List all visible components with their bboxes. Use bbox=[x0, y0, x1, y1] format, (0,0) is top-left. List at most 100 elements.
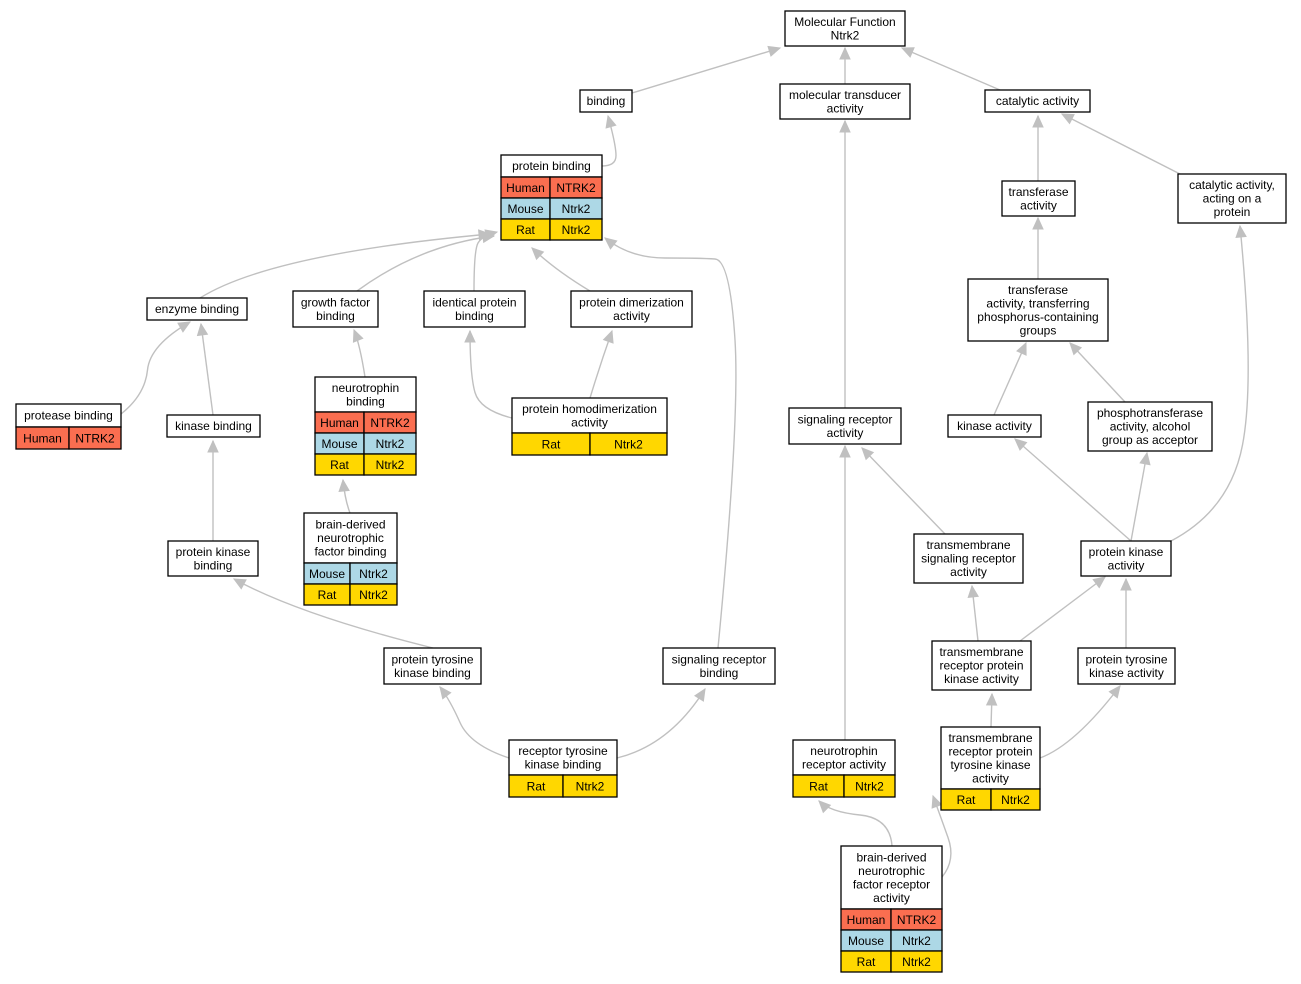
species-label: Human bbox=[23, 432, 62, 446]
node-label-line: binding bbox=[316, 309, 355, 323]
edge-line bbox=[616, 688, 706, 759]
node-label-line: neurotrophic bbox=[858, 864, 925, 878]
edge-tmrpk-to-tmsig bbox=[967, 584, 979, 642]
edge-bdnfreceptor-to-tmrptk bbox=[931, 794, 952, 878]
gene-symbol: NTRK2 bbox=[75, 432, 115, 446]
edge-pkact-to-kinact bbox=[1014, 438, 1132, 542]
node-label-line: brain-derived bbox=[315, 518, 385, 532]
gene-symbol: NTRK2 bbox=[556, 181, 596, 195]
edge-binding-to-mf bbox=[631, 45, 782, 94]
gene-symbol: Ntrk2 bbox=[1001, 793, 1030, 807]
gene-cell bbox=[68, 426, 122, 450]
node-catalytic[interactable]: catalytic activity bbox=[984, 89, 1091, 113]
arrow-head-icon bbox=[839, 119, 851, 133]
node-label-line: activity bbox=[827, 101, 864, 115]
node-label-line: molecular transducer bbox=[789, 88, 901, 102]
node-box bbox=[1001, 180, 1076, 217]
edge-sigrecbinding-to-protbinding bbox=[604, 237, 737, 649]
node-label-line: Ntrk2 bbox=[831, 28, 860, 42]
node-box bbox=[167, 540, 259, 577]
arrow-head-icon bbox=[531, 247, 545, 261]
species-label: Mouse bbox=[848, 934, 884, 948]
gene-cell bbox=[589, 432, 668, 456]
node-label-line: groups bbox=[1020, 323, 1057, 337]
species-label: Rat bbox=[527, 780, 546, 794]
node-label-line: activity bbox=[1020, 198, 1057, 212]
edge-bdnfbinding-to-ntbinding bbox=[338, 478, 351, 514]
edge-line bbox=[439, 686, 510, 759]
node-kinact[interactable]: kinase activity bbox=[947, 414, 1042, 438]
arrow-head-icon bbox=[207, 439, 219, 453]
arrow-head-icon bbox=[839, 46, 851, 60]
node-binding[interactable]: binding bbox=[579, 89, 633, 113]
node-label-line: enzyme binding bbox=[155, 302, 239, 316]
node-box bbox=[1077, 647, 1176, 685]
node-box bbox=[570, 290, 693, 328]
species-label: Rat bbox=[857, 955, 876, 969]
edge-phosphotrans-to-transphos bbox=[1069, 342, 1126, 403]
node-kinbinding[interactable]: kinase binding bbox=[166, 414, 261, 438]
arrow-head-icon bbox=[818, 800, 832, 814]
node-label-line: binding bbox=[455, 309, 494, 323]
node-box bbox=[984, 89, 1091, 113]
edge-line bbox=[1069, 342, 1126, 403]
node-box bbox=[146, 297, 248, 321]
node-label-line: kinase binding bbox=[394, 666, 471, 680]
edge-catalytic-to-mf bbox=[900, 47, 1001, 91]
edge-line bbox=[1061, 113, 1181, 175]
node-label-line: binding bbox=[346, 394, 385, 408]
node-label-line: activity bbox=[571, 415, 608, 429]
node-box bbox=[662, 647, 776, 685]
node-label-line: signaling receptor bbox=[921, 552, 1016, 566]
gene-symbol: Ntrk2 bbox=[562, 223, 591, 237]
edge-mtransducer-to-mf bbox=[839, 46, 851, 84]
species-label: Rat bbox=[809, 780, 828, 794]
edge-kinact-to-transphos bbox=[993, 341, 1027, 416]
node-label-line: kinase activity bbox=[944, 672, 1019, 686]
node-box bbox=[792, 739, 896, 776]
arrow-head-icon bbox=[1014, 438, 1028, 451]
arrow-head-icon bbox=[439, 686, 452, 700]
gene-symbol: Ntrk2 bbox=[376, 437, 405, 451]
arrow-head-icon bbox=[1016, 341, 1027, 356]
species-label: Mouse bbox=[507, 202, 543, 216]
edge-line bbox=[818, 800, 893, 847]
edge-line bbox=[233, 578, 434, 649]
species-label: Mouse bbox=[309, 567, 345, 581]
arrow-head-icon bbox=[196, 322, 209, 337]
gene-symbol: Ntrk2 bbox=[359, 588, 388, 602]
gene-symbol: NTRK2 bbox=[370, 416, 410, 430]
node-enzbinding[interactable]: enzyme binding bbox=[146, 297, 248, 321]
node-label-line: activity bbox=[827, 426, 864, 440]
edge-catprot-to-catalytic bbox=[1060, 113, 1181, 175]
edge-transferase-to-catalytic bbox=[1032, 114, 1044, 181]
species-label: Rat bbox=[542, 438, 561, 452]
node-label-line: acting on a bbox=[1203, 192, 1262, 206]
